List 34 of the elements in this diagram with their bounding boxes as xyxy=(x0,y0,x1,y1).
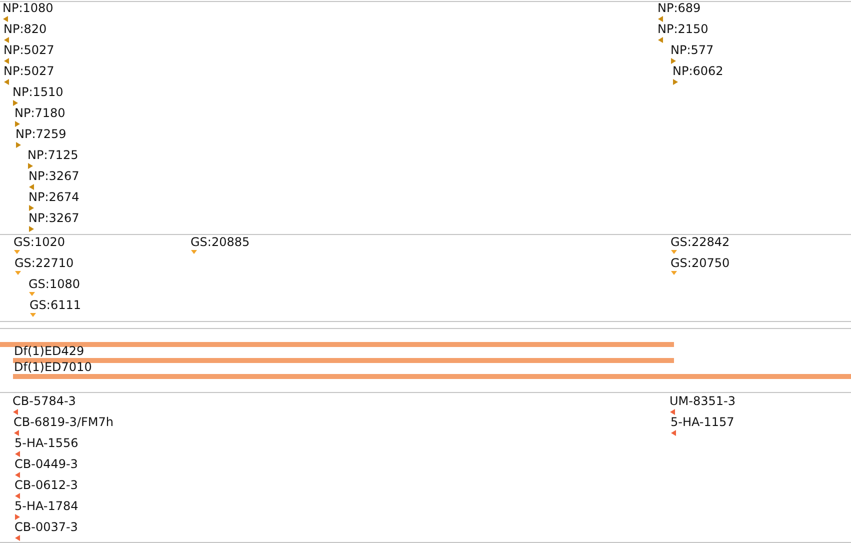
feature-label: NP:7125 xyxy=(28,148,78,162)
feature-label: CB-6819-3/FM7h xyxy=(14,415,114,429)
feature-label: GS:6111 xyxy=(30,298,81,312)
feature-label: CB-0037-3 xyxy=(14,520,78,534)
feature-label: GS:1020 xyxy=(14,235,65,249)
feature-label: NP:3267 xyxy=(28,211,80,225)
feature-label: NP:5027 xyxy=(4,43,54,57)
feature-label: CB-0449-3 xyxy=(14,457,78,471)
feature-label: GS:20750 xyxy=(670,256,730,270)
feature-label: NP:689 xyxy=(658,1,701,15)
feature-label: NP:5027 xyxy=(4,64,54,78)
feature-label: NP:2150 xyxy=(658,22,708,36)
feature-label: 5-HA-1157 xyxy=(670,415,734,429)
feature-label: NP:577 xyxy=(670,43,714,57)
feature-label: UM-8351-3 xyxy=(670,394,736,408)
feature-label: NP:2674 xyxy=(28,190,80,204)
deficiency-bar xyxy=(0,342,674,347)
feature-label: NP:7259 xyxy=(16,127,66,141)
feature-label: Df(1)ED7010 xyxy=(14,362,92,373)
feature-label: NP:820 xyxy=(4,22,47,36)
feature-label: 5-HA-1784 xyxy=(14,499,78,513)
feature-label: NP:7180 xyxy=(14,106,66,120)
feature-label: CB-5784-3 xyxy=(12,394,76,408)
feature-label: 5-HA-1556 xyxy=(14,436,78,450)
feature-label: NP:3267 xyxy=(28,169,80,183)
feature-label: Df(1)ED429 xyxy=(14,346,84,357)
feature-label: GS:22710 xyxy=(14,256,74,270)
feature-label: NP:6062 xyxy=(672,64,724,78)
feature-label: GS:1080 xyxy=(28,277,80,291)
feature-label: GS:22842 xyxy=(670,235,730,249)
feature-label: CB-0612-3 xyxy=(14,478,78,492)
feature-label: NP:1510 xyxy=(12,85,64,99)
feature-label: NP:1080 xyxy=(2,1,54,15)
feature-label: GS:20885 xyxy=(190,235,250,249)
